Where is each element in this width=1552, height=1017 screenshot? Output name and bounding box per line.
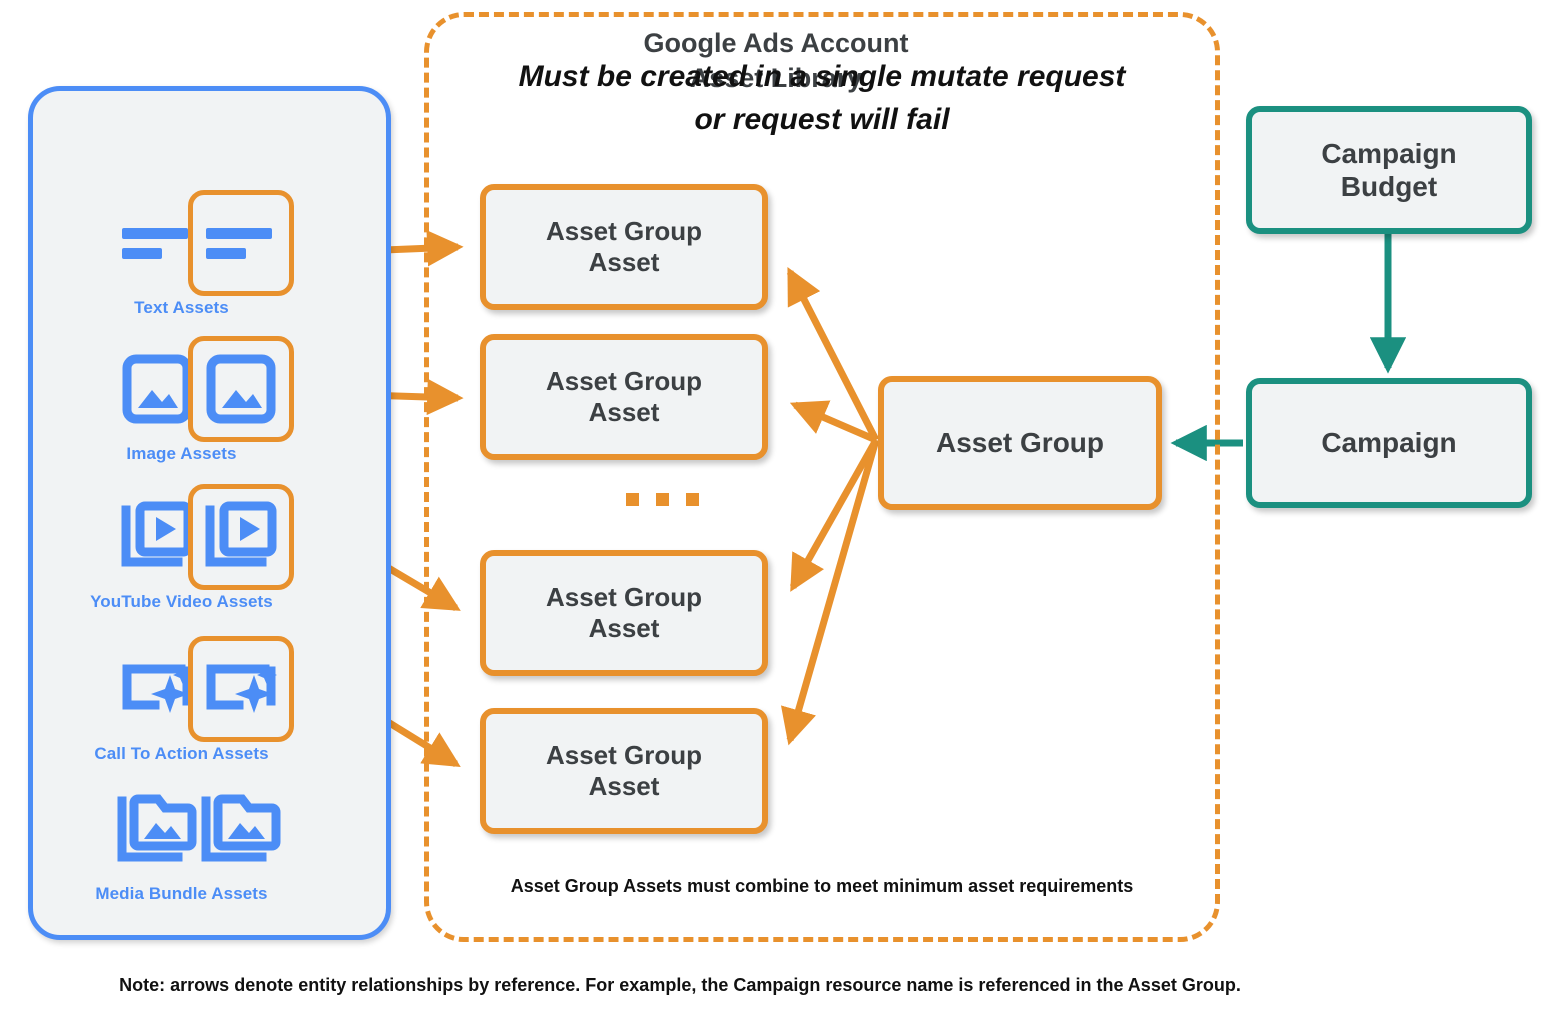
asset-group-asset-label-4-line1: Asset Group xyxy=(545,740,703,771)
mutate-requirement-title-line1: Must be created in a single mutate reque… xyxy=(518,60,1126,93)
asset-group-asset-box-1[interactable]: Asset Group Asset xyxy=(480,184,768,310)
campaign-budget-box[interactable]: Campaign Budget xyxy=(1246,106,1532,234)
ellipsis-dot-3 xyxy=(686,493,699,506)
asset-row-video-caption: YouTube Video Assets xyxy=(90,592,273,611)
asset-row-cta-icons xyxy=(28,636,335,742)
asset-row-video-icons xyxy=(28,484,335,590)
asset-group-asset-label-2-line2: Asset xyxy=(588,397,660,427)
asset-row-image: Image Assets xyxy=(28,336,335,464)
call-to-action-asset-icon xyxy=(110,642,204,736)
media-bundle-asset-icon-2 xyxy=(194,782,288,876)
media-bundle-asset-icon xyxy=(110,782,204,876)
asset-group-asset-label-4: Asset Group Asset xyxy=(536,740,712,801)
asset-row-cta: Call To Action Assets xyxy=(28,636,335,764)
text-asset-icon-selected xyxy=(194,196,288,290)
mutate-requirement-title: Must be created in a single mutate reque… xyxy=(436,56,1208,141)
asset-row-media-bundle-icons xyxy=(28,782,335,878)
asset-row-image-icons xyxy=(28,336,335,442)
asset-group-box[interactable]: Asset Group xyxy=(878,376,1162,510)
asset-row-text-caption: Text Assets xyxy=(134,298,229,317)
asset-group-asset-label-1-line2: Asset xyxy=(588,247,660,277)
campaign-budget-label-line2: Budget xyxy=(1340,171,1438,202)
asset-group-asset-box-4[interactable]: Asset Group Asset xyxy=(480,708,768,834)
image-asset-icon-selected xyxy=(194,342,288,436)
asset-group-asset-box-3[interactable]: Asset Group Asset xyxy=(480,550,768,676)
asset-group-asset-label-2: Asset Group Asset xyxy=(536,366,712,427)
ellipsis-dot-1 xyxy=(626,493,639,506)
asset-row-video: YouTube Video Assets xyxy=(28,484,335,612)
asset-row-image-caption: Image Assets xyxy=(126,444,237,463)
asset-group-asset-label-4-line2: Asset xyxy=(588,771,660,801)
asset-row-cta-caption: Call To Action Assets xyxy=(94,744,269,763)
cta-asset-highlight-ring xyxy=(188,636,294,742)
ellipsis-dot-2 xyxy=(656,493,669,506)
campaign-budget-label-line1: Campaign xyxy=(1321,137,1457,169)
asset-group-asset-label-3-line2: Asset xyxy=(588,613,660,643)
diagram-note: Note: arrows denote entity relationships… xyxy=(119,975,1241,995)
text-asset-highlight-ring xyxy=(188,190,294,296)
video-asset-icon-selected xyxy=(194,490,288,584)
asset-library-title-line1: Google Ads Account xyxy=(643,28,909,58)
call-to-action-asset-icon-selected xyxy=(194,642,288,736)
asset-group-asset-box-2[interactable]: Asset Group Asset xyxy=(480,334,768,460)
campaign-label: Campaign xyxy=(1321,427,1457,459)
asset-group-asset-footnote: Asset Group Assets must combine to meet … xyxy=(510,876,1134,896)
mutate-request-container xyxy=(424,12,1220,942)
asset-group-asset-label-1-line1: Asset Group xyxy=(545,216,703,247)
asset-library-title: Google Ads Account Asset Library xyxy=(0,26,1552,95)
asset-row-media-bundle: Media Bundle Assets xyxy=(28,782,335,904)
text-asset-icon xyxy=(110,196,204,290)
asset-row-media-bundle-caption: Media Bundle Assets xyxy=(95,884,268,903)
asset-row-text: Text Assets xyxy=(28,190,335,318)
asset-group-asset-label-3-line1: Asset Group xyxy=(545,582,703,613)
image-asset-highlight-ring xyxy=(188,336,294,442)
campaign-box[interactable]: Campaign xyxy=(1246,378,1532,508)
asset-row-text-icons xyxy=(28,190,335,296)
mutate-requirement-title-line2: or request will fail xyxy=(694,102,950,136)
asset-group-asset-ellipsis xyxy=(626,493,699,506)
asset-group-label: Asset Group xyxy=(935,427,1105,459)
asset-library-title-line2: Asset Library xyxy=(689,62,863,93)
image-asset-icon xyxy=(110,342,204,436)
asset-group-asset-label-2-line1: Asset Group xyxy=(545,366,703,397)
campaign-budget-label: Campaign Budget xyxy=(1311,137,1466,203)
video-asset-highlight-ring xyxy=(188,484,294,590)
asset-group-asset-label-1: Asset Group Asset xyxy=(536,216,712,277)
asset-group-asset-label-3: Asset Group Asset xyxy=(536,582,712,643)
